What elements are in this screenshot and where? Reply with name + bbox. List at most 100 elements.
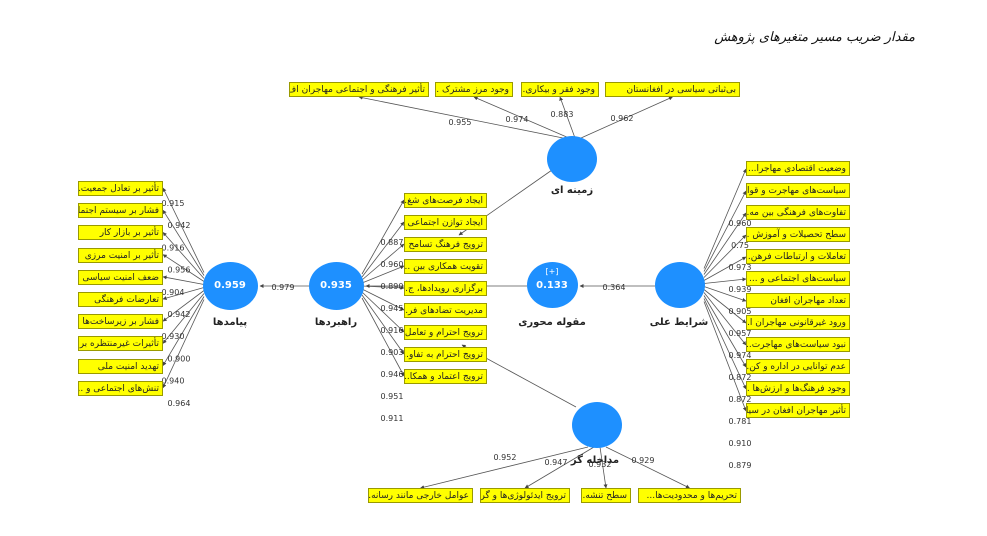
construct-sharayet[interactable]: [655, 262, 705, 308]
construct-mahvari-value: 0.133: [536, 280, 568, 291]
indicator-payamad[interactable]: ضعف امنیت سیاسی: [78, 269, 163, 285]
construct-payamad-value: 0.959: [214, 280, 246, 291]
loading-line: [703, 295, 747, 368]
loading-weight: 0.883: [551, 110, 574, 119]
loading-line: [524, 446, 595, 489]
loading-line: [162, 209, 205, 276]
path-weight-sharayet-mahvari: 0.364: [603, 283, 626, 292]
loading-weight: 0.910: [729, 439, 752, 448]
indicator-modakhele[interactable]: سطح تنشه...: [581, 488, 631, 503]
indicator-sharayet[interactable]: ورود غیرقانونی مهاجران ا...: [746, 315, 850, 330]
loading-weight: 0.879: [729, 461, 752, 470]
expand-badge[interactable]: [+]: [545, 267, 559, 276]
loading-weight: 0.940: [162, 377, 185, 386]
loading-line: [361, 265, 405, 284]
indicator-sharayet[interactable]: سیاست‌های مهاجرت و قوا...: [746, 183, 850, 198]
indicator-rahbord[interactable]: ترویج فرهنگ تسامح ...: [404, 237, 487, 252]
indicator-payamad[interactable]: تأثیرات غیرمنتظره بر ...: [78, 336, 163, 352]
indicator-zamineh[interactable]: وجود فقر و بیکاری...: [521, 82, 599, 97]
construct-zamineh[interactable]: [547, 136, 597, 182]
loading-line: [361, 291, 405, 333]
loading-line: [703, 256, 747, 281]
indicator-payamad[interactable]: تنش‌های اجتماعی و ...: [78, 380, 163, 396]
loading-weight: 0.974: [506, 115, 529, 124]
loading-line: [361, 297, 405, 377]
loading-line: [703, 298, 747, 390]
loading-weight: 0.903: [381, 348, 404, 357]
construct-payamad-label: پیامدها: [212, 317, 248, 328]
loading-line: [703, 289, 747, 324]
loading-line: [162, 293, 205, 344]
path-weight-rahbord-payamad: 0.979: [272, 283, 295, 292]
loading-line: [599, 446, 608, 489]
loading-line: [162, 275, 205, 285]
indicator-sharayet[interactable]: وجود فرهنگ‌ها و ارزش‌ها ...: [746, 381, 850, 396]
loading-line: [361, 243, 405, 281]
indicator-payamad[interactable]: فشار بر سیستم اجتما...: [78, 203, 163, 219]
loading-line: [162, 296, 205, 366]
construct-zamineh-label: زمینه ای: [550, 185, 594, 196]
indicator-sharayet[interactable]: نبود سیاست‌های مهاجرت...: [746, 337, 850, 352]
loading-weight: 0.945: [381, 304, 404, 313]
indicator-modakhele[interactable]: ترویج ایدئولوژی‌ها و گرو...: [480, 488, 570, 503]
indicator-sharayet[interactable]: سیاست‌های اجتماعی و ...: [746, 271, 850, 286]
loading-weight: 0.872: [729, 395, 752, 404]
loading-line: [162, 287, 205, 300]
loading-weight: 0.947: [545, 458, 568, 467]
loading-weight: 0.942: [168, 310, 191, 319]
loading-weight: 0.960: [381, 260, 404, 269]
loading-weight: 0.872: [729, 373, 752, 382]
construct-rahbord-label: راهبردها: [314, 317, 358, 328]
indicator-rahbord[interactable]: برگزاری رویدادها، ج...: [404, 281, 487, 296]
indicator-modakhele[interactable]: تحریم‌ها و محدودیت‌ها...: [638, 488, 741, 503]
loading-weight: 0.973: [729, 263, 752, 272]
indicator-modakhele[interactable]: عوامل خارجی مانند رسانه...: [368, 488, 473, 503]
loading-weight: 0.962: [611, 114, 634, 123]
indicator-sharayet[interactable]: عدم توانایی در اداره و کن...: [746, 359, 850, 374]
indicator-sharayet[interactable]: تعداد مهاجران افغان: [746, 293, 850, 308]
loading-line: [358, 95, 564, 139]
indicator-payamad[interactable]: تأثیر بر تعادل جمعیت...: [78, 181, 163, 196]
indicator-sharayet[interactable]: تعاملات و ارتباطات فرهن...: [746, 249, 850, 264]
loading-line: [703, 190, 747, 272]
indicator-rahbord[interactable]: ایجاد توازن اجتماعی ...: [404, 215, 487, 230]
loading-weight: 0.957: [729, 329, 752, 338]
loading-weight: 0.890: [381, 282, 404, 291]
indicator-payamad[interactable]: فشار بر زیرساخت‌ها: [78, 314, 163, 330]
loading-weight: 0.956: [168, 266, 191, 275]
indicator-sharayet[interactable]: تأثیر مهاجران افغان در سیا...: [746, 403, 850, 418]
indicator-zamineh[interactable]: بی‌ثباتی سیاسی در افغانستان: [605, 82, 740, 97]
loading-line: [361, 294, 405, 355]
indicator-rahbord[interactable]: ترویج احترام به تفاو...: [404, 347, 487, 362]
construct-rahbord[interactable]: [309, 262, 364, 310]
loading-weight: 0.904: [162, 288, 185, 297]
indicator-payamad[interactable]: تعارضات فرهنگی: [78, 292, 163, 307]
construct-payamad[interactable]: [203, 262, 258, 310]
indicator-payamad[interactable]: تهدید امنیت ملی: [78, 358, 163, 374]
loading-line: [580, 96, 673, 139]
loading-weight: 0.75: [731, 241, 749, 250]
loading-line: [703, 277, 747, 284]
loading-weight: 0.781: [729, 417, 752, 426]
indicator-payamad[interactable]: تأثیر بر بازار کار: [78, 225, 163, 241]
loading-line: [703, 286, 747, 302]
indicator-sharayet[interactable]: وضعیت اقتصادی مهاجرا...: [746, 161, 850, 176]
loading-line: [420, 446, 589, 490]
construct-modakhele[interactable]: [572, 402, 622, 448]
loading-line: [703, 234, 747, 278]
loading-line: [361, 199, 405, 275]
indicator-zamineh[interactable]: وجود مرز مشترک ...: [435, 82, 513, 97]
construct-mahvari[interactable]: [527, 262, 578, 308]
loading-weight: 0.955: [449, 118, 472, 127]
indicator-payamad[interactable]: تأثیر بر امنیت مرزی: [78, 247, 163, 263]
indicator-rahbord[interactable]: ایجاد فرصت‌های شغ...: [404, 193, 487, 208]
indicator-sharayet[interactable]: سطح تحصیلات و آموزش ...: [746, 227, 850, 242]
loading-weight: 0.939: [729, 285, 752, 294]
indicator-rahbord[interactable]: مدیریت تضادهای فر...: [404, 303, 487, 318]
indicator-zamineh[interactable]: تأثیر فرهنگی و اجتماعی مهاجران اف...: [289, 82, 429, 97]
indicator-sharayet[interactable]: تفاوت‌های فرهنگی بین مه...: [746, 205, 850, 220]
loading-weight: 0.916: [162, 243, 185, 252]
indicator-rahbord[interactable]: تقویت همکاری بین ...: [404, 259, 487, 274]
indicator-rahbord[interactable]: ترویج احترام و تعامل ...: [404, 325, 487, 340]
indicator-rahbord[interactable]: ترویج اعتماد و همکا...: [404, 369, 487, 384]
